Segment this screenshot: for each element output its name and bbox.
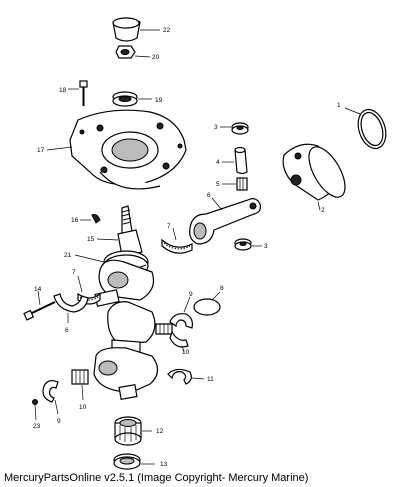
part-23-ball[interactable] [32, 399, 38, 405]
exploded-parts-diagram: 22 20 18 19 17 1 [23, 17, 390, 470]
callout-20: 20 [152, 54, 160, 61]
part-10-bearing-lower[interactable] [71, 369, 89, 385]
part-4-piston-pin[interactable] [234, 146, 248, 175]
part-11-retaining-ring[interactable] [167, 368, 192, 385]
callout-21: 21 [64, 252, 72, 259]
part-10-bearing-halves[interactable] [155, 323, 189, 348]
callout-13: 13 [160, 461, 168, 468]
part-15-crankshaft[interactable] [93, 205, 159, 400]
part-9-cage-lower[interactable] [42, 380, 59, 403]
part-8-disc[interactable] [193, 298, 221, 316]
part-22-cap[interactable] [112, 17, 141, 42]
part-14-bolt[interactable] [23, 301, 56, 321]
callout-10b: 10 [79, 404, 87, 411]
callout-7a: 7 [167, 223, 171, 230]
part-12-roller-bearing[interactable] [114, 416, 142, 446]
callout-19: 19 [155, 97, 163, 104]
callout-23: 23 [33, 423, 41, 430]
part-16-woodruff-key[interactable] [91, 214, 101, 224]
part-3-thrust-washer-top[interactable] [231, 122, 249, 135]
callout-1: 1 [337, 102, 341, 109]
callout-18: 18 [59, 87, 67, 94]
callout-3b: 3 [264, 243, 268, 250]
part-18-bolt[interactable] [79, 80, 88, 106]
part-6-connecting-rod[interactable] [189, 198, 261, 245]
callout-4: 4 [216, 159, 220, 166]
part-20-nut[interactable] [115, 45, 136, 59]
callout-16: 16 [71, 217, 79, 224]
part-1-piston-ring[interactable] [353, 106, 390, 152]
callout-2: 2 [321, 207, 325, 214]
callout-9a: 9 [189, 291, 193, 298]
callout-22: 22 [163, 27, 171, 34]
callout-5: 5 [216, 181, 220, 188]
part-17-end-cap[interactable] [69, 109, 187, 190]
callout-14: 14 [34, 286, 42, 293]
part-2-piston[interactable] [282, 141, 352, 202]
part-19-bearing[interactable] [112, 91, 138, 107]
callout-17: 17 [37, 147, 45, 154]
part-6-rod-cap[interactable] [53, 293, 89, 313]
callout-3a: 3 [214, 124, 218, 131]
callout-10a: 10 [182, 349, 190, 356]
part-7-bearing-half-upper[interactable] [161, 238, 193, 254]
part-13-seal[interactable] [113, 453, 141, 470]
callout-9b: 9 [57, 418, 61, 425]
callout-8: 8 [220, 285, 224, 292]
part-9-bearing-cage[interactable] [169, 313, 193, 329]
copyright-footer: MercuryPartsOnline v2.5.1 (Image Copyrig… [4, 472, 309, 484]
callout-6b: 6 [65, 327, 69, 334]
part-3-thrust-washer-bottom[interactable] [234, 238, 252, 251]
part-5-needle-bearing[interactable] [236, 177, 248, 191]
callout-15: 15 [87, 236, 95, 243]
callout-6a: 6 [207, 192, 211, 199]
callout-7b: 7 [72, 269, 76, 276]
callout-11: 11 [207, 376, 214, 383]
callout-12: 12 [156, 428, 164, 435]
